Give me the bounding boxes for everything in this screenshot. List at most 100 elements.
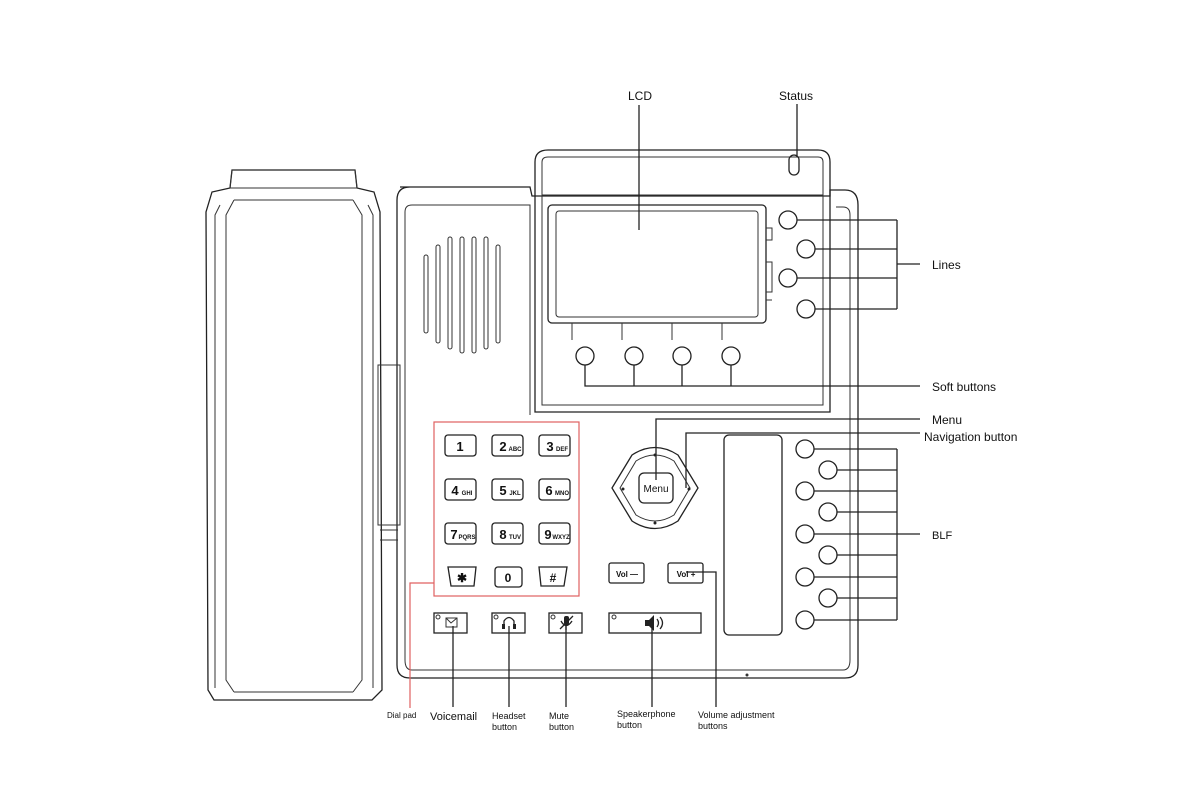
dial-pad-outline xyxy=(433,421,580,597)
vol-plus-label: Vol + xyxy=(677,570,696,579)
line-key-3[interactable] xyxy=(778,268,798,288)
key-9-letters: WXYZ xyxy=(552,535,570,541)
key-8[interactable]: 8 TUV xyxy=(491,522,524,545)
voicemail-button[interactable] xyxy=(433,612,468,634)
line-key-1[interactable] xyxy=(778,210,798,230)
label-voicemail: Voicemail xyxy=(430,711,477,723)
key-4-letters: GHI xyxy=(462,491,473,497)
nav-right-dot[interactable] xyxy=(687,487,691,491)
key-6-letters: MNO xyxy=(555,491,569,497)
label-lines: Lines xyxy=(932,258,961,272)
label-speakerphone-1: Speakerphone xyxy=(617,709,676,719)
soft-keys xyxy=(575,346,741,366)
key-2-label: 2 xyxy=(499,439,506,454)
key-9-label: 9 xyxy=(544,527,551,542)
vol-minus-label: Vol — xyxy=(616,570,638,579)
nav-down-dot[interactable] xyxy=(653,521,657,525)
line-key-4[interactable] xyxy=(796,299,816,319)
label-blf: BLF xyxy=(932,530,952,542)
label-soft-buttons: Soft buttons xyxy=(932,380,996,394)
menu-key-label: Menu xyxy=(643,484,668,495)
vol-plus-button[interactable]: Vol + xyxy=(667,562,704,584)
speakerphone-button[interactable] xyxy=(608,612,702,634)
key-3-label: 3 xyxy=(546,439,553,454)
blf-key-9[interactable] xyxy=(795,610,815,630)
key-8-label: 8 xyxy=(499,527,506,542)
key-3[interactable]: 3 DEF xyxy=(538,434,571,457)
lcd-screen xyxy=(555,210,759,318)
headset-icon xyxy=(503,616,515,627)
soft-key-4[interactable] xyxy=(721,346,741,366)
soft-key-2[interactable] xyxy=(624,346,644,366)
speaker-grille xyxy=(423,236,501,354)
dial-pad: 1 2 ABC 3 DEF 4 GHI 5 JKL 6 MNO xyxy=(433,421,580,597)
soft-key-1[interactable] xyxy=(575,346,595,366)
label-mute-2: button xyxy=(549,722,574,732)
blf-key-5[interactable] xyxy=(795,524,815,544)
key-6-label: 6 xyxy=(545,483,552,498)
vol-minus-button[interactable]: Vol — xyxy=(608,562,645,584)
key-hash[interactable]: # xyxy=(538,566,568,587)
handset xyxy=(205,169,383,701)
blf-panel xyxy=(723,434,838,636)
key-2[interactable]: 2 ABC xyxy=(491,434,524,457)
key-5-label: 5 xyxy=(499,483,506,498)
blf-key-3[interactable] xyxy=(795,481,815,501)
blf-key-4[interactable] xyxy=(818,502,838,522)
volume-keys: Vol — Vol + xyxy=(608,562,704,584)
key-6[interactable]: 6 MNO xyxy=(538,478,571,501)
key-1-label: 1 xyxy=(456,439,463,454)
blf-key-8[interactable] xyxy=(818,588,838,608)
label-navigation-button: Navigation button xyxy=(924,430,1017,444)
key-7[interactable]: 7 PQRS xyxy=(444,522,477,545)
envelope-icon xyxy=(445,617,458,628)
label-headset-2: button xyxy=(492,722,517,732)
label-volume-1: Volume adjustment xyxy=(698,710,775,720)
leader-lines xyxy=(409,104,920,708)
soft-key-3[interactable] xyxy=(672,346,692,366)
key-4[interactable]: 4 GHI xyxy=(444,478,477,501)
blf-label-strip xyxy=(723,434,783,636)
key-5[interactable]: 5 JKL xyxy=(491,478,524,501)
key-8-letters: TUV xyxy=(509,535,521,541)
microphone-mute-icon xyxy=(564,616,569,625)
callout-labels: LCD Status Lines Soft buttons Menu Navig… xyxy=(387,89,1017,732)
key-hash-label: # xyxy=(550,571,557,585)
key-5-letters: JKL xyxy=(509,491,521,497)
key-9[interactable]: 9 WXYZ xyxy=(538,522,571,545)
label-dial-pad: Dial pad xyxy=(387,711,416,720)
key-1[interactable]: 1 xyxy=(444,434,477,457)
key-2-letters: ABC xyxy=(509,447,523,453)
key-star[interactable]: ✱ xyxy=(447,566,477,587)
label-volume-2: buttons xyxy=(698,721,728,731)
line-keys xyxy=(778,210,816,319)
blf-key-2[interactable] xyxy=(818,460,838,480)
label-speakerphone-2: button xyxy=(617,720,642,730)
blf-key-7[interactable] xyxy=(795,567,815,587)
mute-button[interactable] xyxy=(548,612,583,634)
key-7-label: 7 xyxy=(450,527,457,542)
function-keys xyxy=(433,612,702,634)
key-0[interactable]: 0 xyxy=(494,566,523,588)
key-3-letters: DEF xyxy=(556,447,568,453)
status-led xyxy=(788,154,800,176)
speaker-icon xyxy=(645,615,654,631)
label-menu: Menu xyxy=(932,413,962,427)
nav-left-dot[interactable] xyxy=(621,487,625,491)
blf-key-6[interactable] xyxy=(818,545,838,565)
label-status: Status xyxy=(779,89,813,103)
display-housing xyxy=(534,149,831,413)
navigation-cluster: Menu xyxy=(611,446,699,530)
phone-base xyxy=(377,186,859,679)
key-7-letters: PQRS xyxy=(458,535,475,541)
label-lcd: LCD xyxy=(628,89,652,103)
key-4-label: 4 xyxy=(451,483,459,498)
key-0-label: 0 xyxy=(505,571,512,585)
label-headset-1: Headset xyxy=(492,711,526,721)
label-mute-1: Mute xyxy=(549,711,569,721)
blf-key-1[interactable] xyxy=(795,439,815,459)
line-key-2[interactable] xyxy=(796,239,816,259)
key-star-label: ✱ xyxy=(457,571,467,585)
